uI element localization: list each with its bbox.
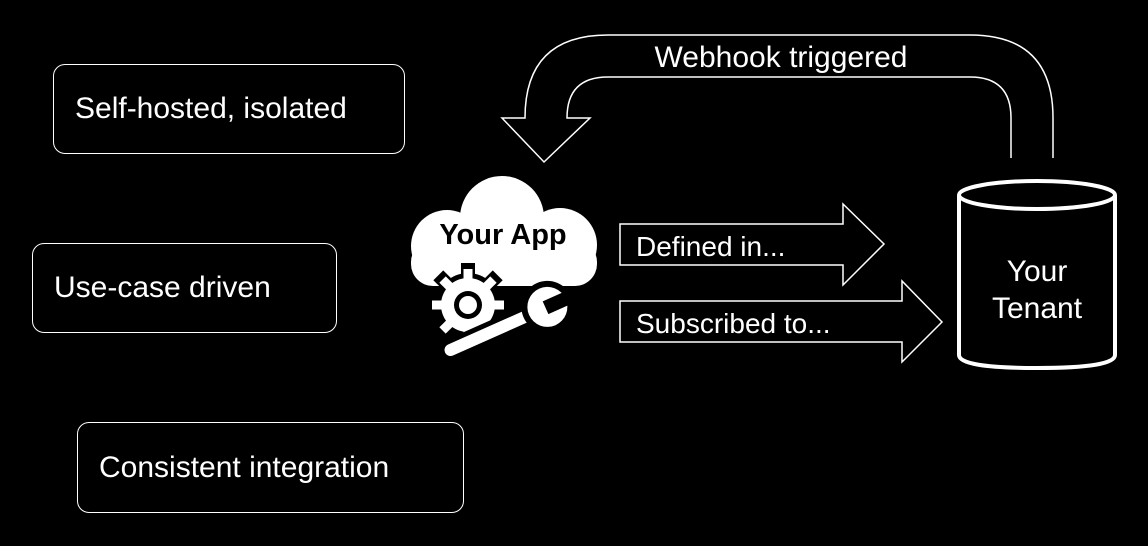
subscribed-to-label: Subscribed to... [636,308,831,339]
app-cloud-icon: Your App [411,176,597,286]
feature-self-hosted-box: Self-hosted, isolated [53,64,405,154]
feature-use-case-label: Use-case driven [54,271,271,304]
feature-consistent-box: Consistent integration [77,422,464,513]
webhook-arrow: Webhook triggered [500,34,1054,164]
tenant-database-icon: Your Tenant [957,179,1117,371]
feature-use-case-box: Use-case driven [32,243,337,333]
defined-in-label: Defined in... [636,231,785,262]
tenant-label-line2: Tenant [992,292,1083,325]
app-label: Your App [439,219,566,251]
gear-wrench-icon [426,263,576,362]
webhook-label: Webhook triggered [655,41,908,74]
feature-consistent-label: Consistent integration [99,450,390,484]
tenant-label-line1: Your [1007,255,1068,288]
subscribed-to-arrow: Subscribed to... [619,279,944,364]
defined-in-arrow: Defined in... [619,202,886,287]
feature-self-hosted-label: Self-hosted, isolated [75,92,347,125]
